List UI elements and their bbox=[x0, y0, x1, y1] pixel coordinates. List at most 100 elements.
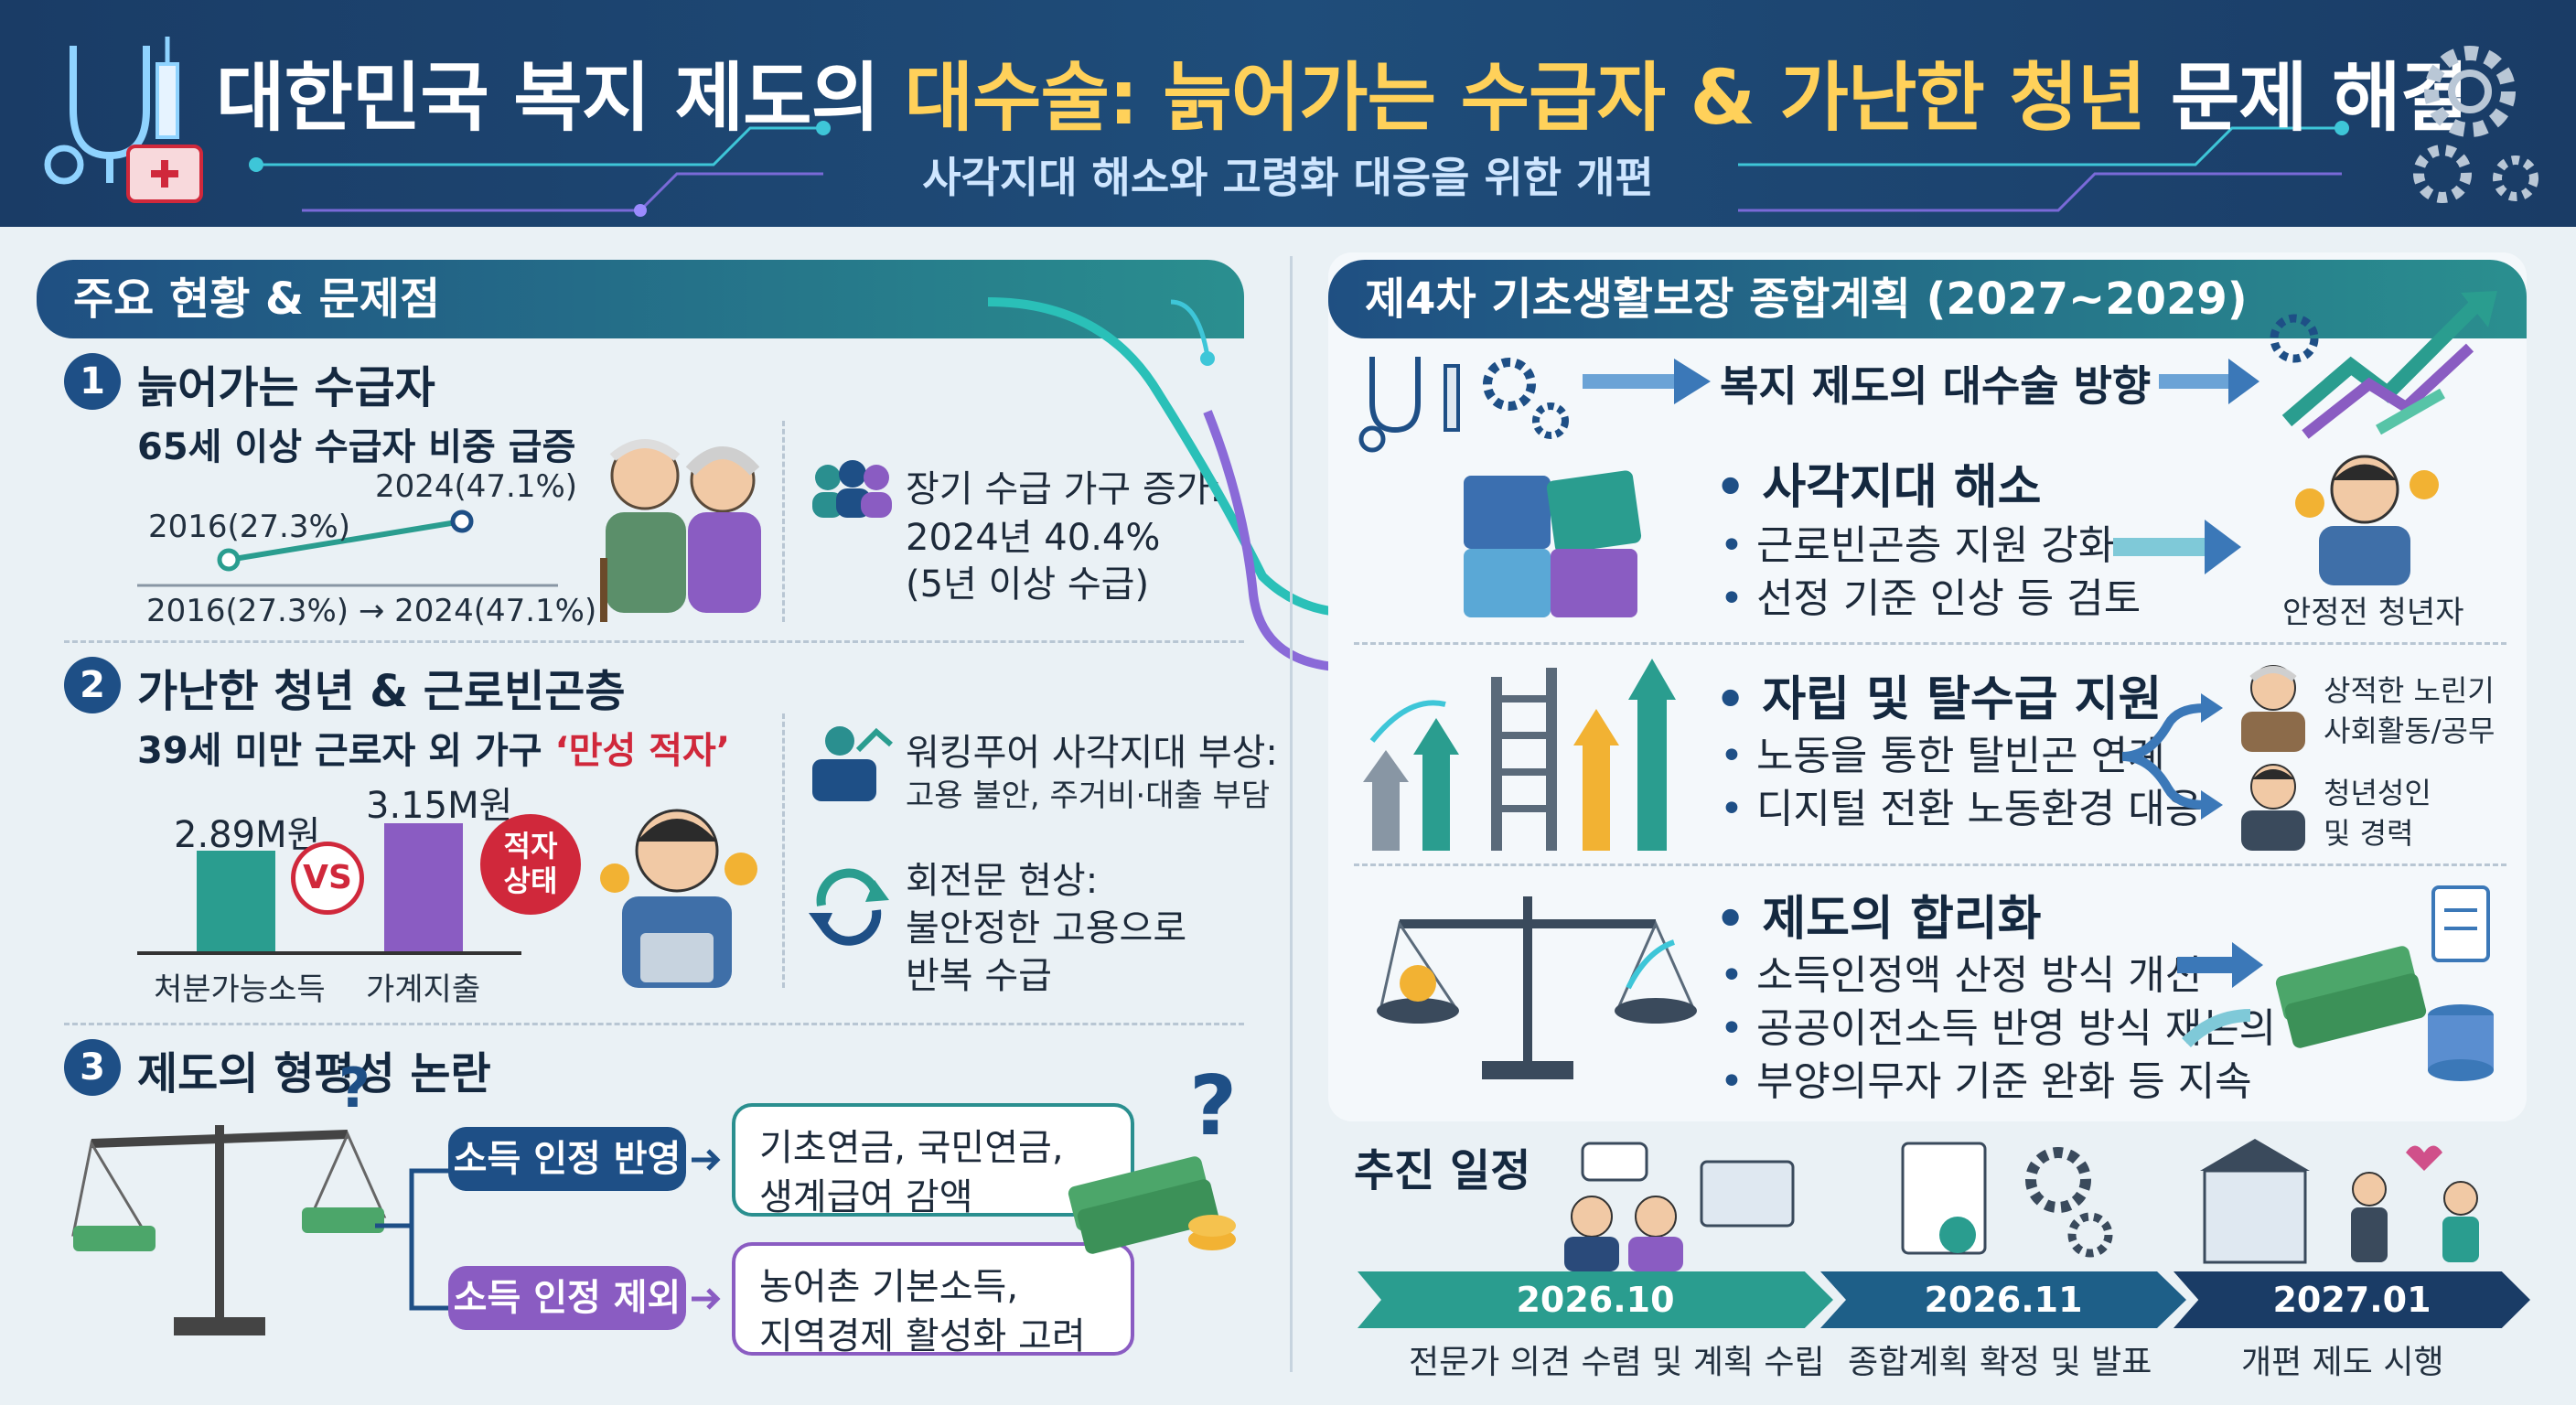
gear-icon bbox=[2270, 314, 2319, 363]
bar-disposable-income bbox=[197, 851, 275, 951]
timeline-step-2: 2026.11 bbox=[1820, 1271, 2186, 1328]
item1-title: 늙어가는 수급자 bbox=[137, 362, 435, 413]
syringe-icon bbox=[1444, 364, 1460, 432]
outcome1-line1: 상적한 노린기 bbox=[2324, 673, 2495, 708]
section-header-plan: 제4차 기초생활보장 종합계획 (2027~2029) bbox=[1328, 260, 2527, 338]
branch-connector bbox=[375, 1168, 448, 1311]
trend-arrows-icon bbox=[2270, 291, 2497, 439]
label-2016: 2016(27.3%) bbox=[148, 509, 351, 545]
block2-title: 자립 및 탈수급 지원 bbox=[1715, 660, 2162, 729]
item2-desc: 39세 미만 근로자 외 가구 ‘만성 적자’ bbox=[137, 730, 731, 772]
block3-bullet3: 부양의무자 기준 완화 등 지속 bbox=[1720, 1048, 2252, 1107]
money-stack-icon bbox=[302, 1207, 384, 1233]
income-included-box: 기초연금, 국민연금,생계급여 감액 bbox=[732, 1103, 1134, 1218]
direction-label: 복지 제도의 대수술 방향 bbox=[1720, 361, 2152, 411]
money-data-icon bbox=[2275, 885, 2494, 1081]
divider-right-1 bbox=[1354, 642, 2506, 645]
coin-icon bbox=[600, 863, 629, 893]
medical-icons-group bbox=[44, 37, 203, 203]
implementation-icon bbox=[2200, 1139, 2479, 1264]
monitor-icon bbox=[1700, 1160, 1795, 1228]
question-icon: ? bbox=[1189, 1058, 1237, 1154]
pill-income-excluded: 소득 인정 제외 bbox=[448, 1266, 686, 1330]
arrows-right-icon bbox=[2177, 942, 2263, 1048]
divider-vertical-2 bbox=[782, 713, 785, 988]
handshake-icon bbox=[2352, 1172, 2387, 1207]
elderly-couple-icon bbox=[600, 439, 761, 622]
label-2024: 2024(47.1%) bbox=[375, 468, 578, 505]
block1-title: 사각지대 해소 bbox=[1715, 448, 2041, 517]
building-icon bbox=[2203, 1169, 2307, 1264]
gear-icon bbox=[2067, 1212, 2113, 1258]
document-approval-icon bbox=[1901, 1142, 2113, 1258]
block3-bullet1: 소득인정액 산정 방식 개선 bbox=[1720, 942, 2202, 1001]
scale-icon bbox=[1377, 896, 1697, 1079]
outcome1-line2: 사회활동/공무 bbox=[2324, 713, 2496, 748]
point-2016 bbox=[217, 548, 241, 572]
step3-desc: 개편 제도 시행 bbox=[2241, 1344, 2444, 1381]
stethoscope-icon bbox=[1358, 357, 1421, 453]
money-stack-icon bbox=[73, 1226, 156, 1251]
cycle-icon bbox=[809, 868, 889, 946]
pill-income-included: 소득 인정 반영 bbox=[448, 1127, 686, 1191]
divider-vertical bbox=[782, 421, 785, 622]
arrow-right-icon bbox=[2159, 359, 2259, 404]
gear-icon bbox=[2413, 46, 2538, 203]
block1-bullet2: 선정 기준 인상 등 검토 bbox=[1720, 565, 2141, 624]
worker-icon bbox=[600, 809, 757, 988]
revolving-door-title: 회전문 현상: bbox=[906, 860, 1099, 902]
flow-arrows bbox=[987, 297, 1387, 686]
income-expense-bars bbox=[137, 823, 521, 955]
block2-bullet1: 노동을 통한 탈빈곤 연계 bbox=[1720, 723, 2165, 781]
laptop-icon bbox=[640, 933, 714, 982]
gear-icon bbox=[2025, 1147, 2091, 1213]
bar1-value: 2.89M원 bbox=[174, 814, 321, 856]
stethoscope-icon bbox=[44, 46, 150, 185]
divider-1 bbox=[64, 640, 1244, 643]
bar2-label: 가계지출 bbox=[366, 971, 481, 1008]
working-poor-icon bbox=[812, 726, 893, 801]
stable-youth-icon bbox=[2295, 455, 2439, 585]
page-title: 대한민국 복지 제도의 대수술: 늙어가는 수급자 & 가난한 청년 문제 해결 bbox=[216, 55, 2469, 142]
coin-icon bbox=[2410, 470, 2439, 499]
vs-badge: VS bbox=[291, 842, 364, 915]
item3-title: 제도의 형평성 논란 bbox=[137, 1048, 491, 1099]
item-number-2: 2 bbox=[64, 657, 121, 713]
item-number-1: 1 bbox=[64, 353, 121, 410]
item1-desc: 65세 이상 수급자 비중 급증 bbox=[137, 426, 576, 468]
working-poor-line: 고용 불안, 주거비·대출 부담 bbox=[906, 778, 1271, 814]
step1-desc: 전문가 의견 수렴 및 계획 수립 bbox=[1409, 1344, 1825, 1381]
divider-2 bbox=[64, 1023, 1244, 1025]
block1-bullet1: 근로빈곤층 지원 강화 bbox=[1720, 512, 2115, 571]
center-divider bbox=[1290, 256, 1293, 1372]
database-icon bbox=[2428, 1004, 2494, 1081]
money-stack-icon: ? bbox=[1068, 1058, 1237, 1254]
meeting-icon bbox=[1564, 1142, 1795, 1271]
coin-icon bbox=[1400, 965, 1436, 1002]
timeline-step-3: 2027.01 bbox=[2174, 1271, 2530, 1328]
bar-expenditure bbox=[384, 823, 463, 951]
coin-icon bbox=[724, 853, 757, 885]
document-icon bbox=[2431, 885, 2490, 962]
medical-tools-icon bbox=[1358, 357, 1569, 453]
scale-icon: ? bbox=[71, 1056, 387, 1335]
long-term-line1: 2024년 40.4% bbox=[906, 517, 1161, 559]
page-subtitle: 사각지대 해소와 고령화 대응을 위한 개편 bbox=[922, 153, 1654, 202]
outcome2-line1: 청년성인 bbox=[2324, 776, 2431, 810]
axis-caption: 2016(27.3%) → 2024(47.1%) bbox=[146, 593, 597, 629]
income-excluded-box: 농어촌 기본소득,지역경제 활성화 고려 bbox=[732, 1242, 1134, 1357]
circuit-lines-decoration bbox=[249, 121, 2349, 217]
bar1-label: 처분가능소득 bbox=[154, 971, 326, 1008]
growth-line bbox=[228, 519, 463, 563]
timeline-step-1: 2026.10 bbox=[1358, 1271, 1833, 1328]
outcome2-line2: 및 경력 bbox=[2324, 816, 2414, 851]
pill-arrows bbox=[692, 1149, 721, 1310]
coin-icon bbox=[2295, 488, 2324, 518]
long-term-title: 장기 수급 가구 증가: bbox=[906, 468, 1223, 510]
header-banner: 대한민국 복지 제도의 대수술: 늙어가는 수급자 & 가난한 청년 문제 해결… bbox=[0, 0, 2576, 227]
puzzle-icon bbox=[1464, 470, 1642, 617]
revolving-door-line1: 불안정한 고용으로 bbox=[906, 907, 1187, 949]
divider-right-2 bbox=[1354, 863, 2506, 866]
stable-youth-label: 안정전 청년자 bbox=[2282, 595, 2464, 631]
